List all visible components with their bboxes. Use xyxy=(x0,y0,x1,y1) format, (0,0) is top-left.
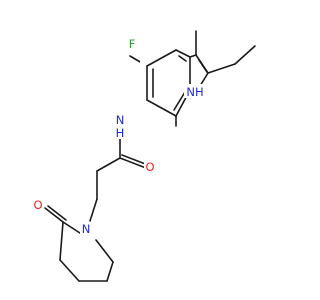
bond xyxy=(119,157,147,169)
bond xyxy=(95,239,114,263)
bond xyxy=(44,207,64,223)
mask xyxy=(140,25,260,130)
atom-lactam-o: O xyxy=(33,198,42,212)
bond xyxy=(198,59,208,73)
atom-amide-h: H xyxy=(116,126,125,140)
atom-labels: F NH N H O N O xyxy=(32,37,206,236)
atom-indole-nh: NH xyxy=(186,85,203,99)
atom-fluorine: F xyxy=(129,37,136,51)
bond xyxy=(106,261,114,282)
bond xyxy=(121,154,149,166)
bond xyxy=(59,221,64,261)
bond xyxy=(89,198,98,222)
bond xyxy=(59,259,80,282)
bond xyxy=(62,221,84,236)
atom-amide-n: N xyxy=(116,113,125,127)
molecule-structure: F NH N H O N O xyxy=(32,25,260,282)
bond xyxy=(173,91,186,111)
bond xyxy=(96,157,121,172)
bond xyxy=(199,72,209,87)
bond xyxy=(178,55,187,62)
bond xyxy=(207,63,236,74)
bond xyxy=(234,45,256,65)
bond xyxy=(146,99,177,117)
bond xyxy=(189,54,197,58)
bond xyxy=(47,205,67,221)
atom-amide-o: O xyxy=(145,160,154,174)
bond xyxy=(146,49,177,67)
atom-lactam-n: N xyxy=(82,222,91,236)
bond xyxy=(175,49,191,58)
